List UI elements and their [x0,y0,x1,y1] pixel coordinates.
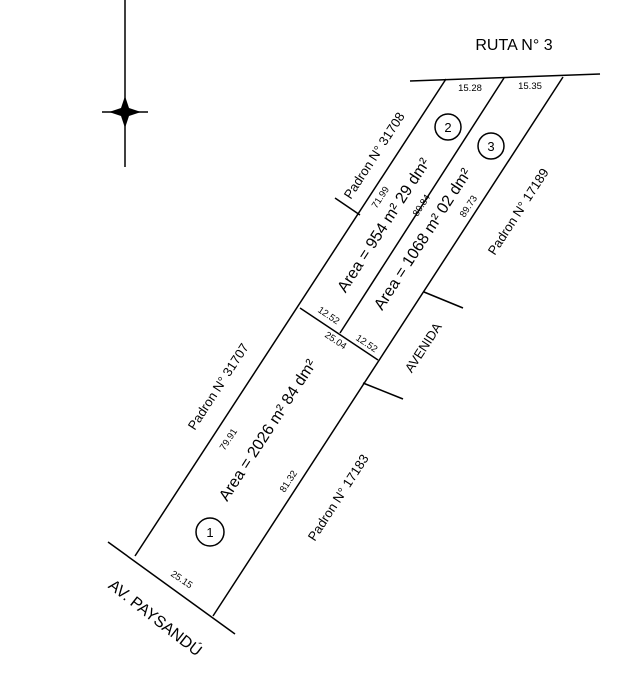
dim-lot1-left: 79.91 [218,427,240,453]
lot1-number: 1 [195,517,225,547]
dim-lot3-right: 89.73 [458,194,480,220]
lot2-number: 2 [434,113,462,141]
svg-text:2: 2 [444,120,451,135]
av-paysandu-line [107,541,236,635]
lot2-area: Area = 954 m² 29 dm² [335,155,435,296]
lot1-back-line [299,307,379,361]
lot3-number: 3 [477,132,505,160]
lot-boundaries [107,73,601,635]
ruta-3-line [409,73,601,82]
neighbor-tick [334,197,361,216]
dim-lot2-front: 15.28 [458,83,482,94]
dim-lot2-back: 12.52 [315,305,341,327]
dim-lot1-right: 81.32 [278,469,300,495]
dim-lot3-front: 15.35 [518,81,542,92]
road-ruta-3: RUTA N° 3 [475,37,552,54]
neighbor-padron-17183: Padron N° 17183 [305,452,372,544]
svg-text:3: 3 [487,139,494,154]
north-arrow-icon [102,0,148,167]
left-boundary [134,78,447,557]
street-avenida: AVENIDA [402,320,445,376]
neighbor-padron-31707: Padron N° 31707 [185,341,252,433]
neighbor-tick [362,382,404,400]
neighbor-padron-17189: Padron N° 17189 [485,166,552,258]
dim-lot1-back: 25.04 [322,330,348,352]
svg-text:1: 1 [206,525,213,540]
right-boundary [212,76,564,617]
road-av-paysandu: AV. PAYSANDÚ [105,575,206,660]
lot2-lot3-divider [339,77,505,334]
neighbor-tick [423,291,464,309]
